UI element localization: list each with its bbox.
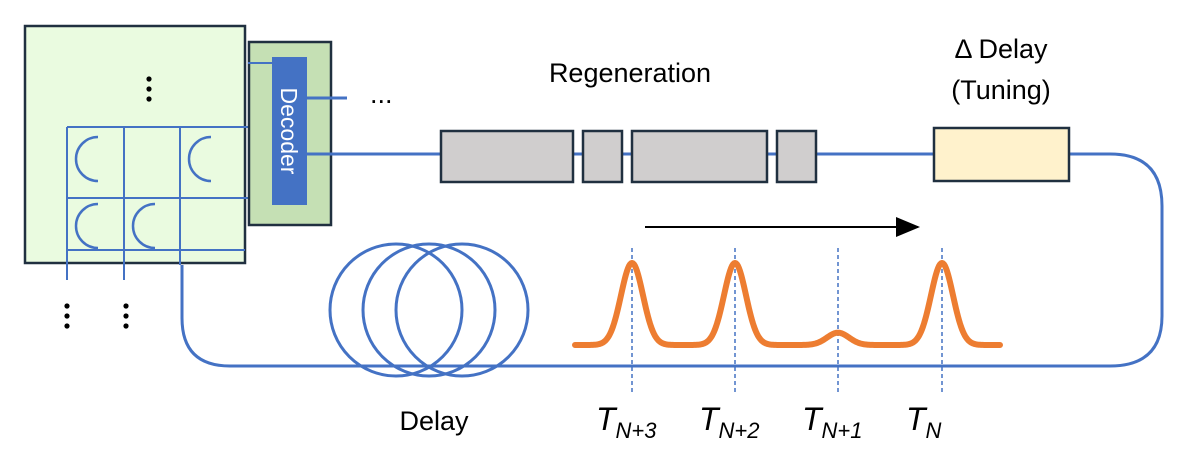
ring-resonators	[74, 135, 212, 250]
fiber-coil-icon	[328, 242, 530, 378]
waveguide-grid	[66, 126, 275, 280]
regen-block	[581, 129, 624, 184]
delay-label: Delay	[399, 406, 469, 436]
waveguide-loop	[180, 152, 1164, 368]
tuning-label: (Tuning)	[951, 75, 1051, 105]
time-label: TN+3	[596, 401, 657, 443]
delta-delay-label: Δ Delay	[954, 34, 1048, 64]
vertical-ellipsis-icon	[64, 303, 70, 329]
time-label: TN+2	[699, 401, 760, 443]
time-label: TN	[906, 401, 942, 443]
pulse-train-waveform	[572, 260, 1003, 348]
regeneration-label: Regeneration	[549, 58, 711, 88]
regen-block	[439, 129, 575, 184]
ring-icon	[131, 202, 156, 250]
time-label: TN+1	[802, 401, 863, 443]
vertical-ellipsis-icon	[123, 303, 129, 329]
chip-panel	[23, 24, 247, 265]
tuning-block	[932, 126, 1071, 183]
decoder-block	[272, 57, 307, 205]
ring-icon	[74, 202, 99, 250]
horizontal-ellipsis: ...	[370, 79, 393, 109]
regen-block	[630, 129, 769, 184]
regeneration-blocks	[439, 129, 818, 184]
decoder-label: Decoder	[276, 88, 302, 175]
vertical-ellipsis-icon	[146, 76, 152, 102]
regen-block	[775, 129, 818, 184]
ring-icon	[74, 135, 99, 183]
ring-icon	[187, 135, 212, 183]
